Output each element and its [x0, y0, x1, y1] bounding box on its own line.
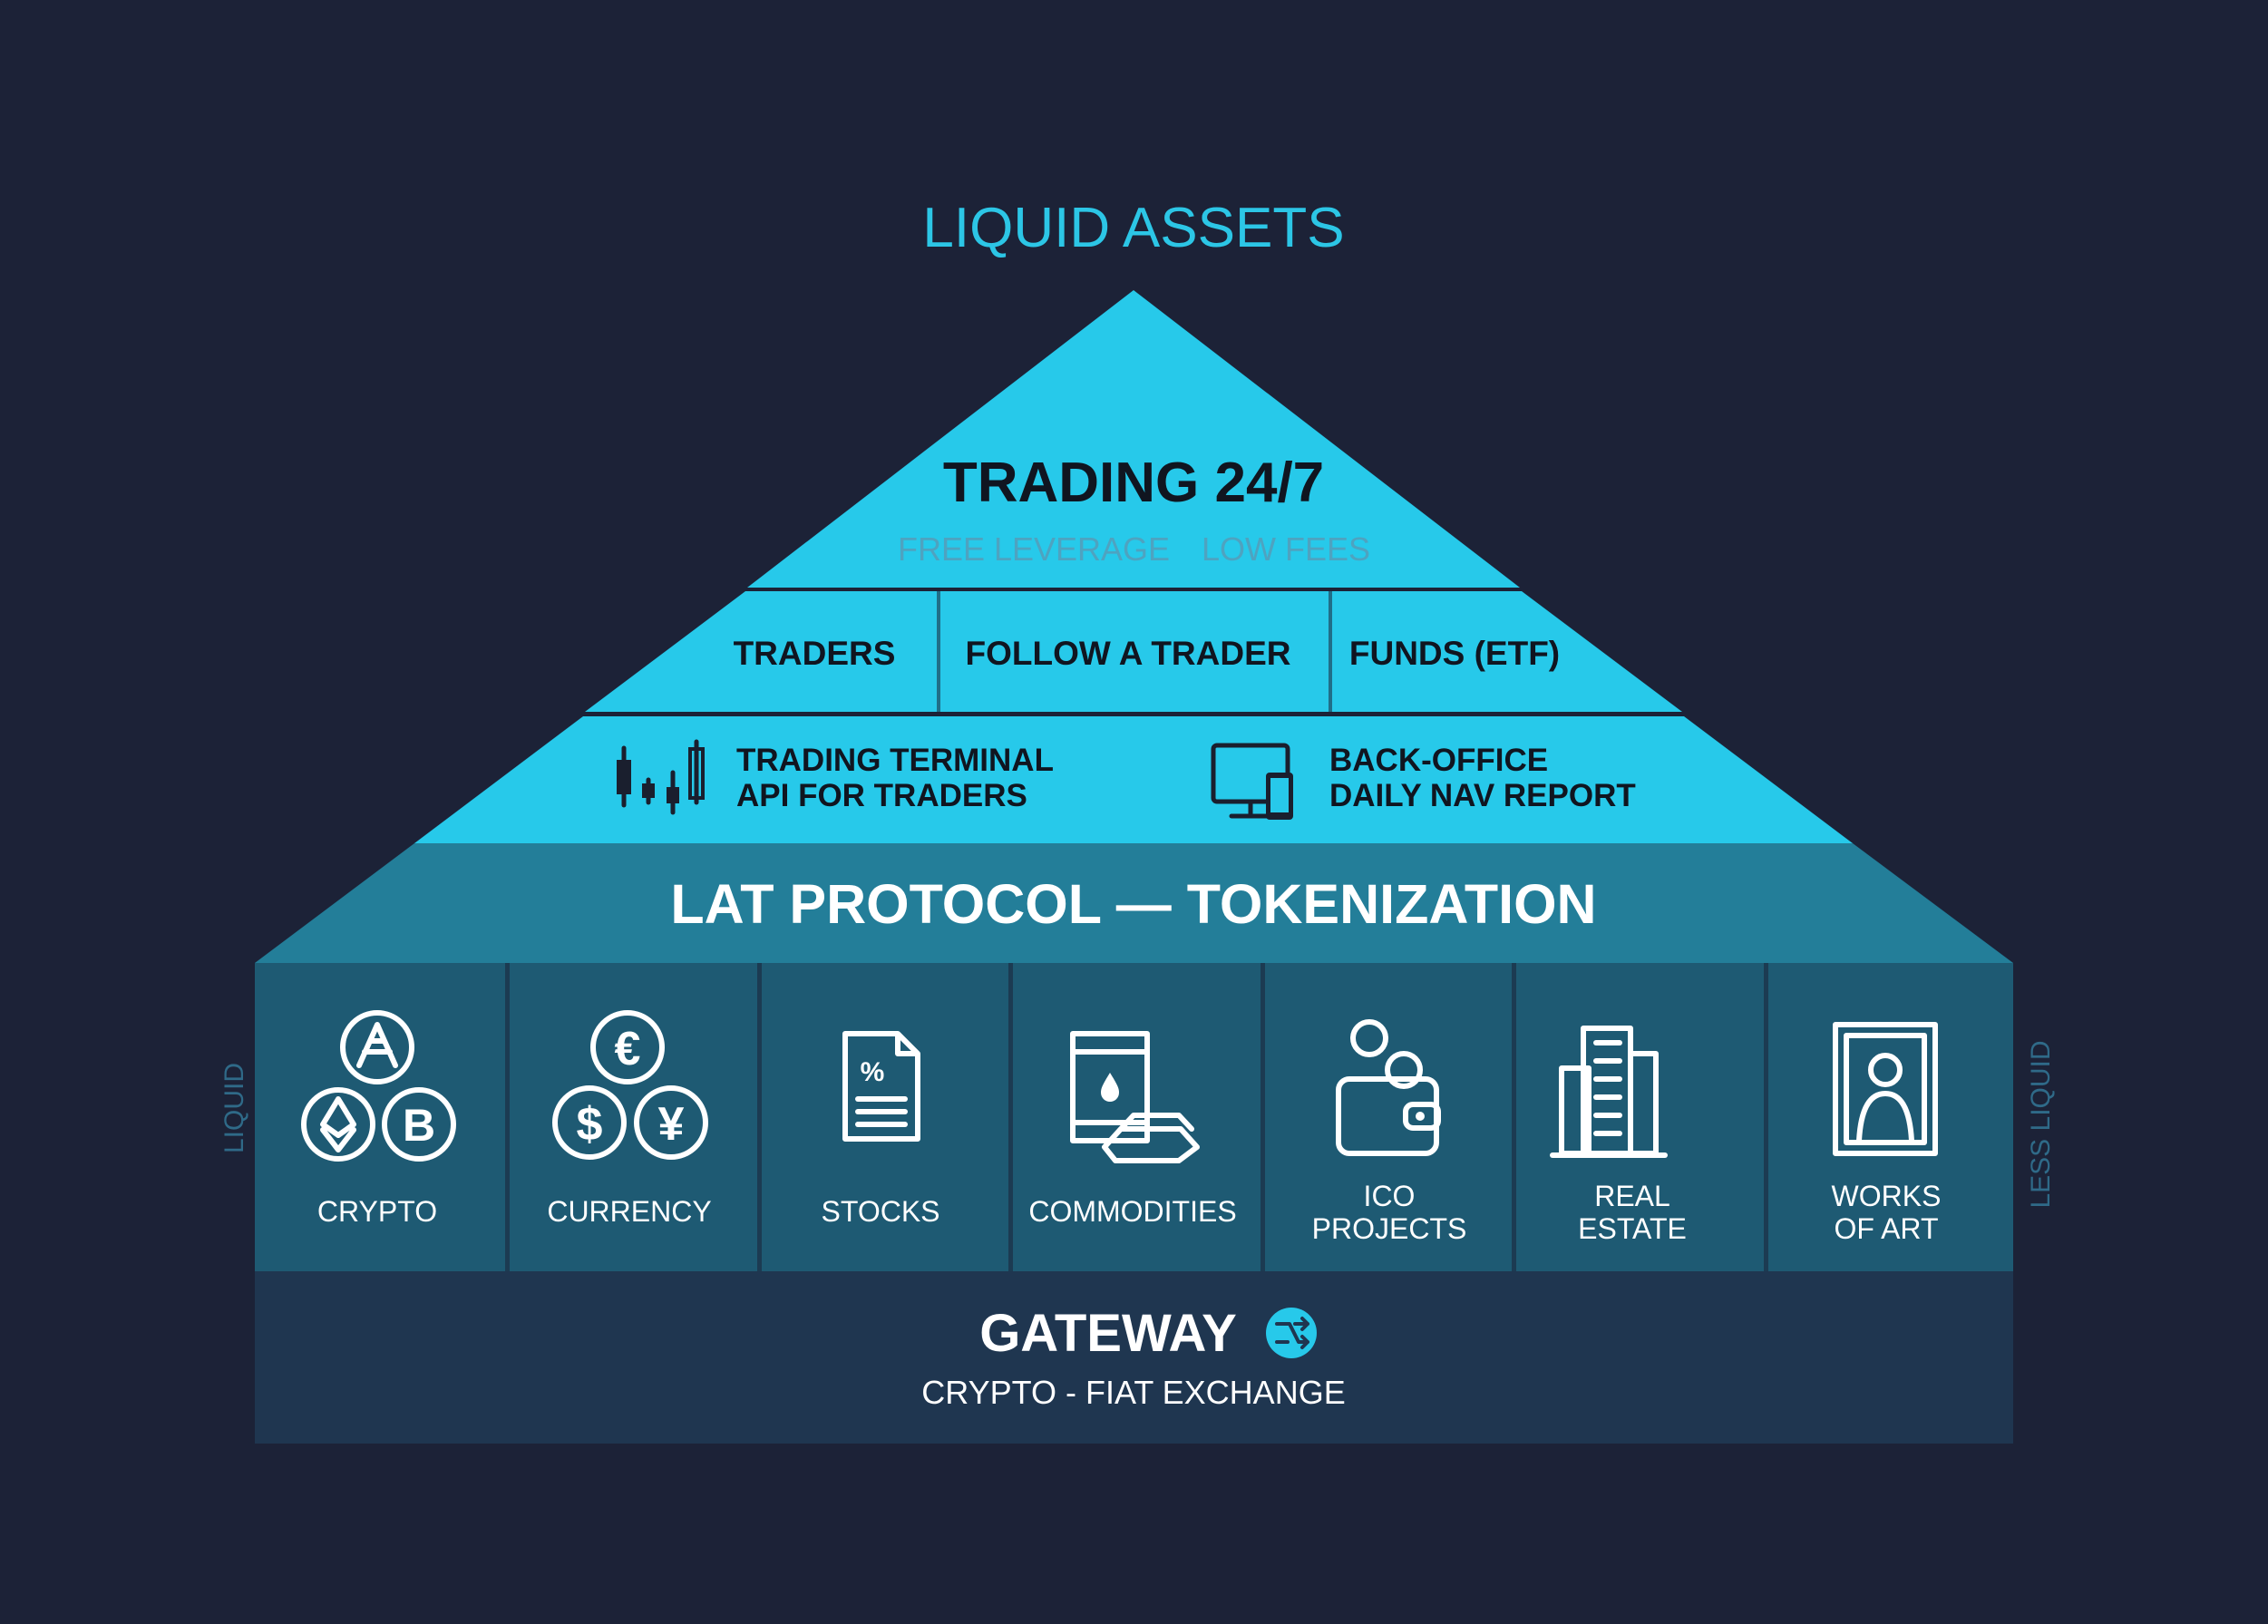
buildings-icon — [1550, 1026, 1668, 1158]
services-divider-1 — [937, 591, 940, 712]
asset-label-real-estate-line2: ESTATE — [1578, 1212, 1687, 1245]
service-follow-a-trader: FOLLOW A TRADER — [966, 635, 1291, 672]
svg-text:%: % — [861, 1057, 885, 1087]
framed-portrait-icon — [1833, 1022, 1938, 1156]
svg-text:€: € — [615, 1023, 641, 1075]
trading-subtitle-left: FREE LEVERAGE — [898, 530, 1170, 568]
wallet-icon — [1336, 1019, 1441, 1156]
diagram-title: LIQUID ASSETS — [922, 197, 1344, 259]
tools-backoffice-line1: BACK-OFFICE — [1329, 743, 1548, 778]
asset-label-crypto: CRYPTO — [317, 1195, 437, 1228]
asset-divider — [505, 963, 510, 1271]
tools-terminal-line1: TRADING TERMINAL — [736, 743, 1054, 778]
monitor-phone-icon — [1211, 743, 1293, 820]
service-funds-etf: FUNDS (ETF) — [1349, 635, 1560, 672]
asset-label-currency: CURRENCY — [547, 1195, 711, 1228]
svg-text:¥: ¥ — [658, 1098, 685, 1151]
asset-label-art-line1: WORKS — [1832, 1180, 1942, 1212]
trading-tier — [747, 290, 1520, 588]
trading-subtitle-right: LOW FEES — [1202, 530, 1370, 568]
services-tier — [585, 591, 1682, 712]
asset-label-ico-line2: PROJECTS — [1312, 1212, 1467, 1245]
trading-title: TRADING 24/7 — [943, 452, 1324, 514]
gateway-title: GATEWAY — [979, 1304, 1237, 1363]
asset-label-ico-line1: ICO — [1364, 1180, 1416, 1212]
candlestick-icon — [617, 739, 705, 815]
asset-divider — [1008, 963, 1013, 1271]
asset-divider — [1261, 963, 1265, 1271]
gateway-band — [255, 1271, 2013, 1444]
currency-coins-icon: € $ ¥ — [552, 1010, 708, 1160]
asset-divider — [1764, 963, 1768, 1271]
tools-backoffice-line2: DAILY NAV REPORT — [1329, 778, 1636, 813]
document-percent-icon: % — [842, 1031, 920, 1142]
asset-label-commodities: COMMODITIES — [1028, 1195, 1236, 1228]
oil-barrel-gold-icon — [1070, 1031, 1200, 1163]
tools-terminal-line2: API FOR TRADERS — [736, 778, 1027, 813]
svg-text:$: $ — [577, 1098, 603, 1151]
asset-divider — [1512, 963, 1516, 1271]
asset-label-stocks: STOCKS — [822, 1195, 940, 1228]
gateway-subtitle: CRYPTO - FIAT EXCHANGE — [921, 1374, 1345, 1411]
asset-label-real-estate-line1: REAL — [1594, 1180, 1670, 1212]
service-traders: TRADERS — [734, 635, 896, 672]
svg-text:B: B — [403, 1100, 435, 1151]
side-label-liquid: LIQUID — [219, 1063, 249, 1153]
side-label-less-liquid: LESS LIQUID — [2026, 1040, 2056, 1208]
protocol-band — [255, 843, 2013, 963]
exchange-arrows-icon — [1266, 1308, 1317, 1358]
crypto-coins-icon: B — [301, 1010, 456, 1162]
tools-tier — [414, 716, 1853, 843]
protocol-title: LAT PROTOCOL — TOKENIZATION — [670, 873, 1596, 935]
services-divider-2 — [1329, 591, 1332, 712]
asset-divider — [757, 963, 762, 1271]
asset-label-art-line2: OF ART — [1835, 1212, 1939, 1245]
